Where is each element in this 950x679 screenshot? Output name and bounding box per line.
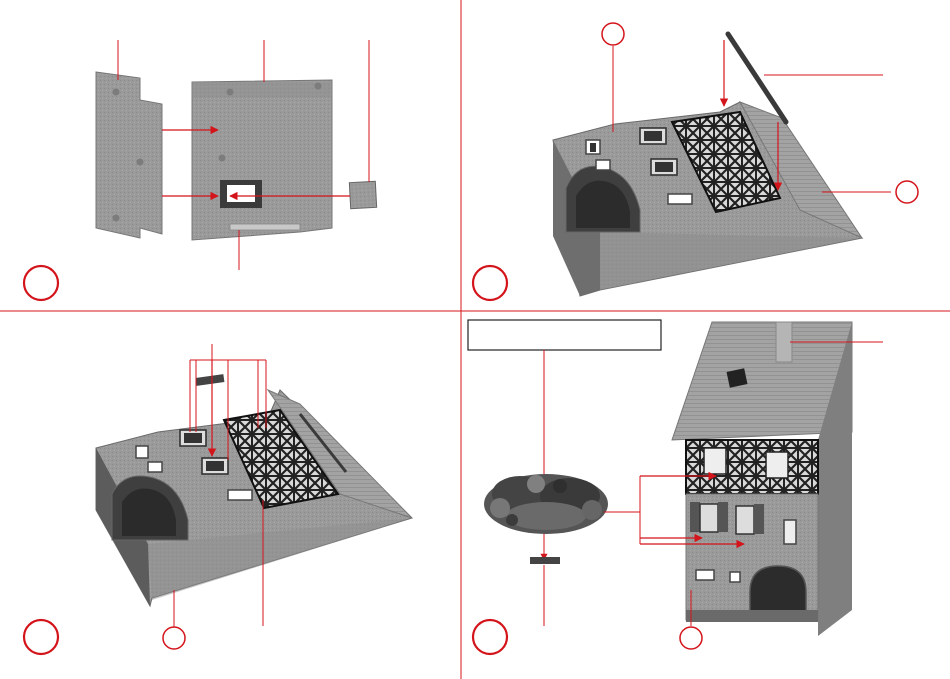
part-front-wall xyxy=(192,80,332,240)
callout-a xyxy=(602,23,624,45)
part-glazing xyxy=(349,181,376,208)
callout-b xyxy=(896,181,918,203)
step-3-panel xyxy=(24,344,412,654)
step-4-marker xyxy=(473,620,507,654)
step-2-marker xyxy=(473,266,507,300)
step-1-panel xyxy=(24,40,377,300)
chimney xyxy=(776,322,792,362)
foliage-clump xyxy=(484,474,608,534)
foliage-base-part xyxy=(530,557,560,564)
glue-label-box xyxy=(468,320,661,350)
step-2-panel xyxy=(473,23,918,300)
step-1-marker xyxy=(24,266,58,300)
callout-d xyxy=(680,627,702,649)
part-side-wall xyxy=(96,72,162,238)
callout-c xyxy=(163,627,185,649)
step-3-marker xyxy=(24,620,58,654)
step-4-panel xyxy=(468,320,883,654)
